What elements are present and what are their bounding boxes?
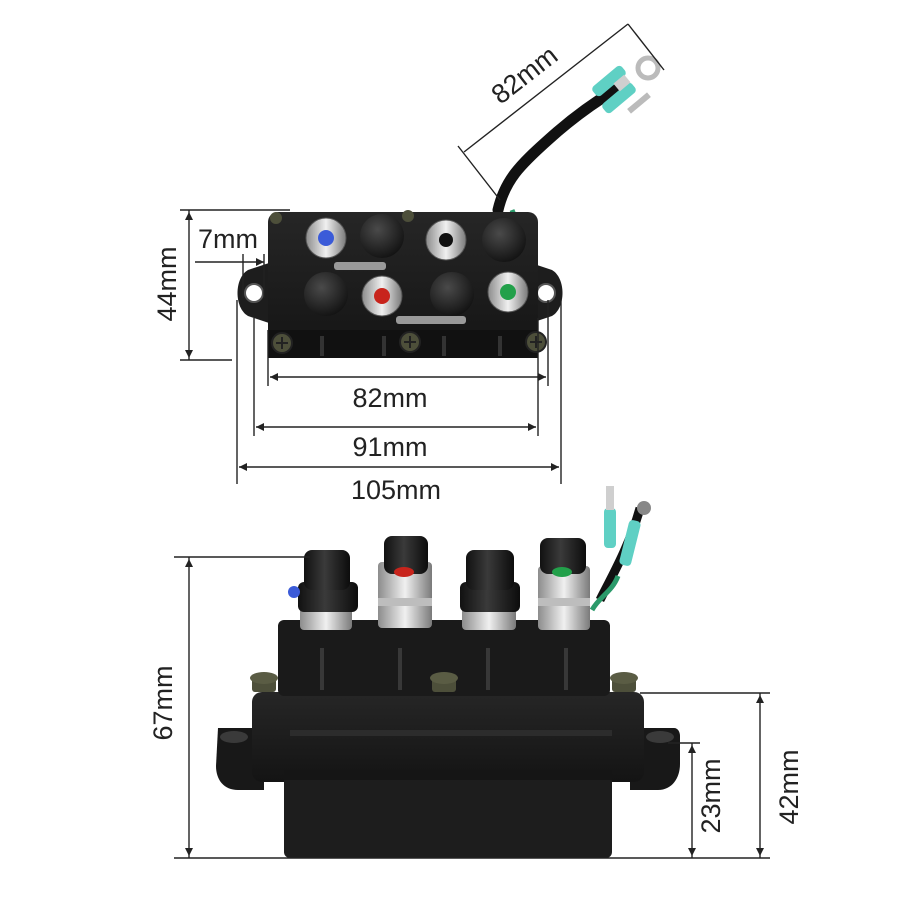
side-ribs (320, 648, 568, 690)
side-wire-terminal-1 (604, 508, 616, 548)
side-wire-terminal-2 (619, 520, 641, 566)
terminal-metal-bars (334, 262, 466, 324)
side-view-arrowheads (185, 559, 764, 856)
dim-ear-hole: 7mm (198, 224, 258, 254)
side-post-2-icon (378, 536, 432, 628)
side-post-1-icon (288, 550, 358, 630)
terminal-red-icon (361, 275, 403, 317)
dim-base-to-ear: 23mm (696, 758, 726, 833)
relay-housing-body (252, 692, 644, 782)
side-wire-green (589, 575, 621, 612)
mount-screws-top (270, 210, 547, 354)
black-cap-2-icon (482, 218, 526, 262)
terminal-black-nut-icon (425, 219, 467, 261)
terminal-green-icon (487, 271, 529, 313)
side-post-3-icon (460, 550, 520, 630)
dim-body-height: 42mm (774, 749, 804, 824)
dim-overall-width: 105mm (351, 475, 441, 505)
relay-top-block (278, 620, 610, 696)
dim-cable-length: 82mm (486, 40, 564, 110)
black-cap-4-icon (430, 272, 474, 316)
top-view-arrowheads (185, 212, 559, 471)
side-mount-screws (250, 672, 638, 692)
housing-ribs (320, 336, 502, 356)
side-post-4-icon (538, 538, 590, 630)
left-ear-hole-icon (244, 283, 264, 303)
top-view-dimension-lines (180, 23, 665, 484)
dim-hole-spacing: 82mm (352, 383, 427, 413)
top-view: 82mm 7mm 44mm 82mm 91mm 105mm (152, 23, 665, 505)
black-cap-3-icon (304, 272, 348, 316)
terminal-blue-icon (305, 217, 347, 259)
side-view: 67mm 23mm 42mm (148, 486, 804, 859)
black-cap-1-icon (360, 214, 404, 258)
right-ear-hole-icon (536, 283, 556, 303)
wire-bundle (492, 84, 621, 216)
dim-overall-height: 67mm (148, 665, 178, 740)
relay-housing-base (284, 770, 612, 858)
dim-body-width: 91mm (352, 432, 427, 462)
dim-depth: 44mm (152, 246, 182, 321)
wire-terminals (592, 55, 661, 114)
side-view-dimension-lines (174, 556, 770, 859)
